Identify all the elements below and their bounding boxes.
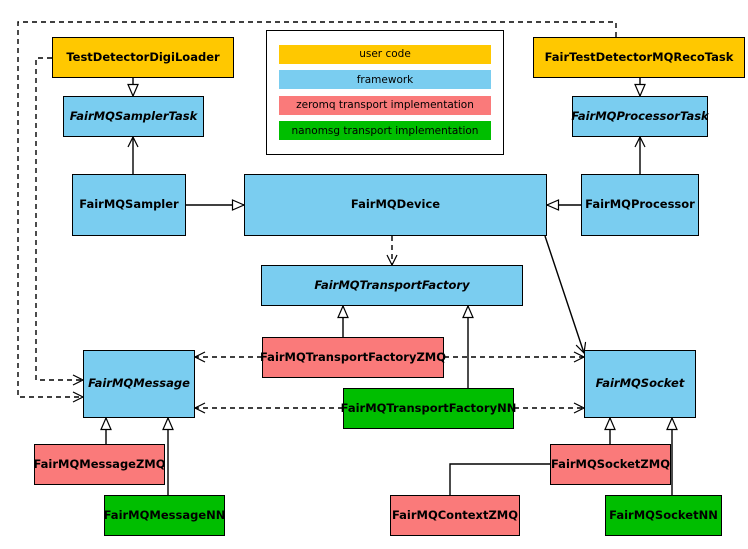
class-node-fairmqcontextzmq[interactable]: FairMQContextZMQ xyxy=(390,495,520,536)
class-node-fairmqsocket[interactable]: FairMQSocket xyxy=(584,350,696,418)
class-node-fairmqtransportfactorynn[interactable]: FairMQTransportFactoryNN xyxy=(341,388,516,429)
edge-digiloader-message xyxy=(35,57,83,380)
legend-item-framework: framework xyxy=(279,70,491,90)
legend-item-user-code: user code xyxy=(279,44,491,64)
class-node-fairmqsocketnn[interactable]: FairMQSocketNN xyxy=(605,495,722,536)
class-node-fairmqmessagezmq[interactable]: FairMQMessageZMQ xyxy=(33,444,166,485)
class-node-fairmqmessagenn[interactable]: FairMQMessageNN xyxy=(104,495,225,536)
edge-device-socket xyxy=(544,235,584,353)
class-node-fairmqtransportfactory[interactable]: FairMQTransportFactory xyxy=(261,265,523,306)
class-node-fairmqsocketzmq[interactable]: FairMQSocketZMQ xyxy=(550,444,671,485)
class-node-fairmqprocessortask[interactable]: FairMQProcessorTask xyxy=(571,96,709,137)
legend-item-nanomsg: nanomsg transport implementation xyxy=(279,121,491,141)
edge-contextzmq-socketzmq xyxy=(449,458,565,495)
class-node-testdetectordigiloader[interactable]: TestDetectorDigiLoader xyxy=(52,37,234,78)
class-node-fairtestdetectormqrecotask[interactable]: FairTestDetectorMQRecoTask xyxy=(533,37,745,78)
class-node-fairmqtransportfactoryzmq[interactable]: FairMQTransportFactoryZMQ xyxy=(260,337,446,378)
legend-item-zeromq: zeromq transport implementation xyxy=(279,95,491,115)
class-node-fairmqdevice[interactable]: FairMQDevice xyxy=(244,174,547,236)
class-node-fairmqsampler[interactable]: FairMQSampler xyxy=(72,174,186,236)
class-node-fairmqprocessor[interactable]: FairMQProcessor xyxy=(581,174,699,236)
legend: user code framework zeromq transport imp… xyxy=(266,30,504,155)
class-node-fairmqsamplertask[interactable]: FairMQSamplerTask xyxy=(63,96,204,137)
edge-recotask-message xyxy=(17,21,617,397)
class-node-fairmqmessage[interactable]: FairMQMessage xyxy=(83,350,195,418)
